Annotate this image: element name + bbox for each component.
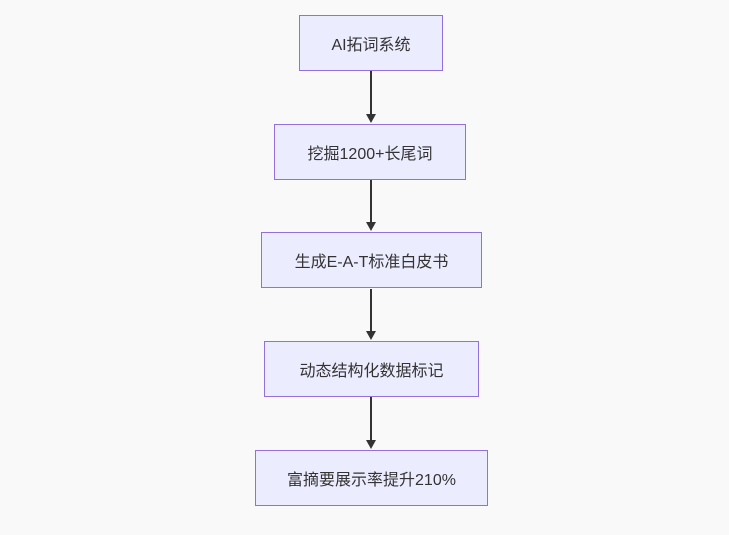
node-label: 挖掘1200+长尾词	[307, 146, 433, 163]
edge-line	[370, 289, 372, 332]
arrow-down-icon	[366, 440, 376, 449]
edge-c-to-d	[366, 289, 376, 340]
edge-b-to-c	[366, 180, 376, 231]
edge-line	[370, 71, 372, 115]
edge-line	[370, 397, 372, 441]
flow-node-dynamic-structured-data-markup: 动态结构化数据标记	[264, 341, 479, 397]
node-label: 富摘要展示率提升210%	[287, 472, 456, 489]
arrow-down-icon	[366, 331, 376, 340]
arrow-down-icon	[366, 222, 376, 231]
edge-line	[370, 180, 372, 223]
node-label: AI拓词系统	[331, 37, 411, 54]
edge-d-to-e	[366, 397, 376, 449]
flow-node-generate-eat-whitepaper: 生成E-A-T标准白皮书	[261, 232, 482, 288]
flow-node-rich-snippet-rate-increase: 富摘要展示率提升210%	[255, 450, 488, 506]
node-label: 动态结构化数据标记	[299, 363, 444, 380]
flow-node-ai-word-expansion-system: AI拓词系统	[299, 15, 443, 71]
arrow-down-icon	[366, 114, 376, 123]
edge-a-to-b	[366, 71, 376, 123]
flow-node-mine-longtail-keywords: 挖掘1200+长尾词	[274, 124, 466, 180]
node-label: 生成E-A-T标准白皮书	[294, 254, 449, 271]
